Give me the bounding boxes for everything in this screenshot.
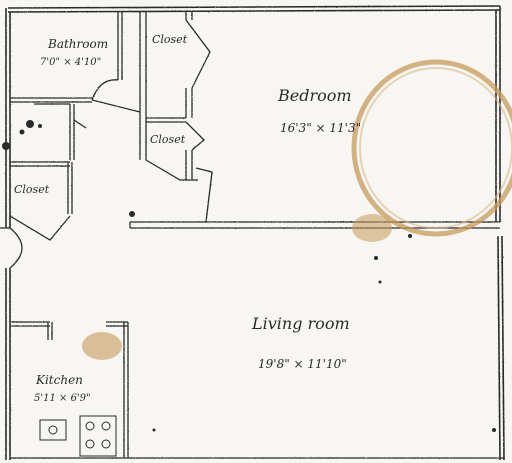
kitchen-fixtures — [39, 415, 117, 457]
living-room-dimensions: 19'8" × 11'10" — [258, 357, 347, 371]
closet-label: Closet — [152, 33, 188, 46]
closet-label: Closet — [14, 183, 50, 196]
ink-specks — [2, 120, 496, 432]
interior-walls — [0, 12, 504, 459]
bedroom-label: Bedroom — [278, 86, 352, 105]
coffee-stain — [82, 59, 512, 360]
kitchen-label: Kitchen — [36, 373, 83, 387]
bedroom-dimensions: 16'3" × 11'3" — [280, 121, 362, 135]
outer-walls — [5, 5, 505, 461]
sink-icon — [39, 419, 67, 441]
closet-label: Closet — [150, 133, 186, 146]
bathroom-dimensions: 7'0" × 4'10" — [40, 57, 102, 68]
bathroom-label: Bathroom — [48, 37, 109, 51]
living-room-label: Living room — [252, 314, 350, 333]
kitchen-dimensions: 5'11 × 6'9" — [34, 393, 91, 404]
stove-icon — [79, 415, 117, 457]
